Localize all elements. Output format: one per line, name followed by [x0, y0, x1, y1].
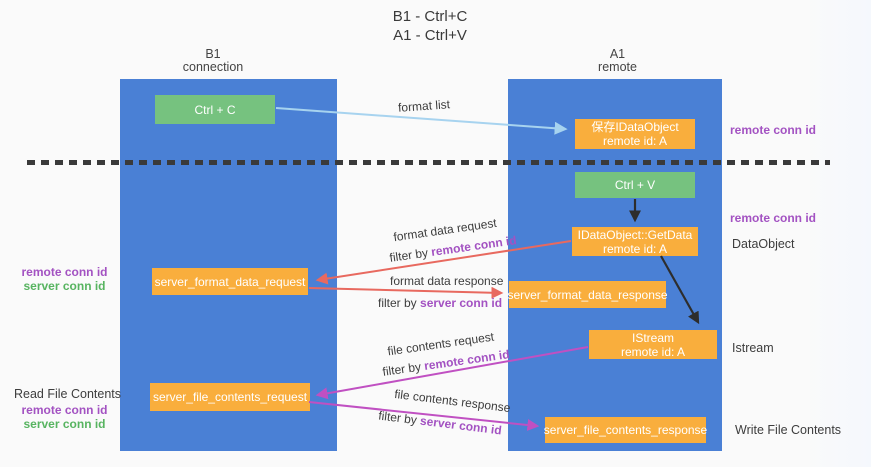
write-file-contents-label: Write File Contents — [735, 423, 842, 437]
idataobject-getdata-box: IDataObject::GetData remote id: A — [572, 227, 698, 256]
save-idataobject-box: 保存IDataObject remote id: A — [575, 119, 695, 149]
save-idataobject-line1: 保存IDataObject — [591, 120, 679, 134]
getdata-line1: IDataObject::GetData — [577, 227, 693, 242]
left-conn-id-block-2: remote conn id server conn id — [17, 403, 112, 431]
format-list-label: format list — [397, 97, 451, 115]
right-column-header: A1 remote — [555, 48, 680, 74]
file-contents-response-label: file contents response — [393, 386, 512, 416]
server-file-contents-response-box: server_file_contents_response — [543, 417, 708, 443]
right-remote-conn-id-mid: remote conn id — [730, 211, 817, 225]
filter-by-text: filter by — [388, 245, 433, 265]
server-format-data-response-box: server_format_data_response — [507, 281, 668, 308]
left-server-conn-id-1: server conn id — [23, 279, 106, 293]
server-conn-id-highlight: server conn id — [420, 296, 503, 310]
title-line-1: B1 - Ctrl+C — [392, 8, 468, 25]
read-file-contents-label: Read File Contents — [14, 387, 122, 401]
left-server-conn-id-2: server conn id — [23, 417, 106, 431]
istream-side-label: Istream — [732, 341, 774, 355]
ctrl-c-box: Ctrl + C — [155, 95, 275, 124]
server-format-data-response-label: server_format_data_response — [507, 287, 668, 302]
title-line-2: A1 - Ctrl+V — [393, 27, 467, 44]
istream-box: IStream remote id: A — [589, 330, 717, 359]
istream-line1: IStream — [631, 330, 674, 345]
ctrl-v-box: Ctrl + V — [575, 172, 695, 198]
format-data-response-filter-label: filter by server conn id — [378, 296, 502, 310]
istream-line2: remote id: A — [620, 344, 686, 359]
server-file-contents-response-label: server_file_contents_response — [543, 423, 708, 437]
right-column-subtitle: remote — [598, 60, 637, 74]
server-file-contents-request-label: server_file_contents_request — [152, 390, 308, 404]
server-file-contents-request-box: server_file_contents_request — [150, 383, 310, 411]
getdata-line2: remote id: A — [602, 241, 668, 256]
server-conn-id-highlight: server conn id — [419, 413, 503, 438]
diagram-title: B1 - Ctrl+C A1 - Ctrl+V — [330, 7, 530, 45]
format-data-response-label: format data response — [390, 274, 504, 288]
ctrl-v-label: Ctrl + V — [614, 178, 656, 192]
right-column-name: A1 — [609, 47, 626, 61]
left-conn-id-block-1: remote conn id server conn id — [17, 265, 112, 293]
left-remote-conn-id-2: remote conn id — [21, 403, 108, 417]
server-format-data-request-box: server_format_data_request — [152, 268, 308, 295]
left-column-name: B1 — [205, 47, 221, 61]
filter-by-text: filter by — [378, 296, 421, 310]
right-remote-conn-id-top: remote conn id — [730, 123, 817, 137]
dashed-separator-line — [27, 160, 830, 165]
left-column-subtitle: connection — [182, 60, 244, 74]
arrow-format-data-response — [308, 286, 504, 299]
save-idataobject-line2: remote id: A — [602, 134, 668, 148]
dataobject-label: DataObject — [732, 237, 795, 251]
left-column-header: B1 connection — [153, 48, 273, 74]
file-contents-response-filter-label: filter by server conn id — [378, 408, 503, 437]
ctrl-c-label: Ctrl + C — [194, 102, 236, 117]
filter-by-text: filter by — [377, 408, 422, 428]
server-format-data-request-label: server_format_data_request — [154, 274, 306, 289]
filter-by-text: filter by — [381, 359, 426, 379]
left-remote-conn-id-1: remote conn id — [21, 265, 108, 279]
